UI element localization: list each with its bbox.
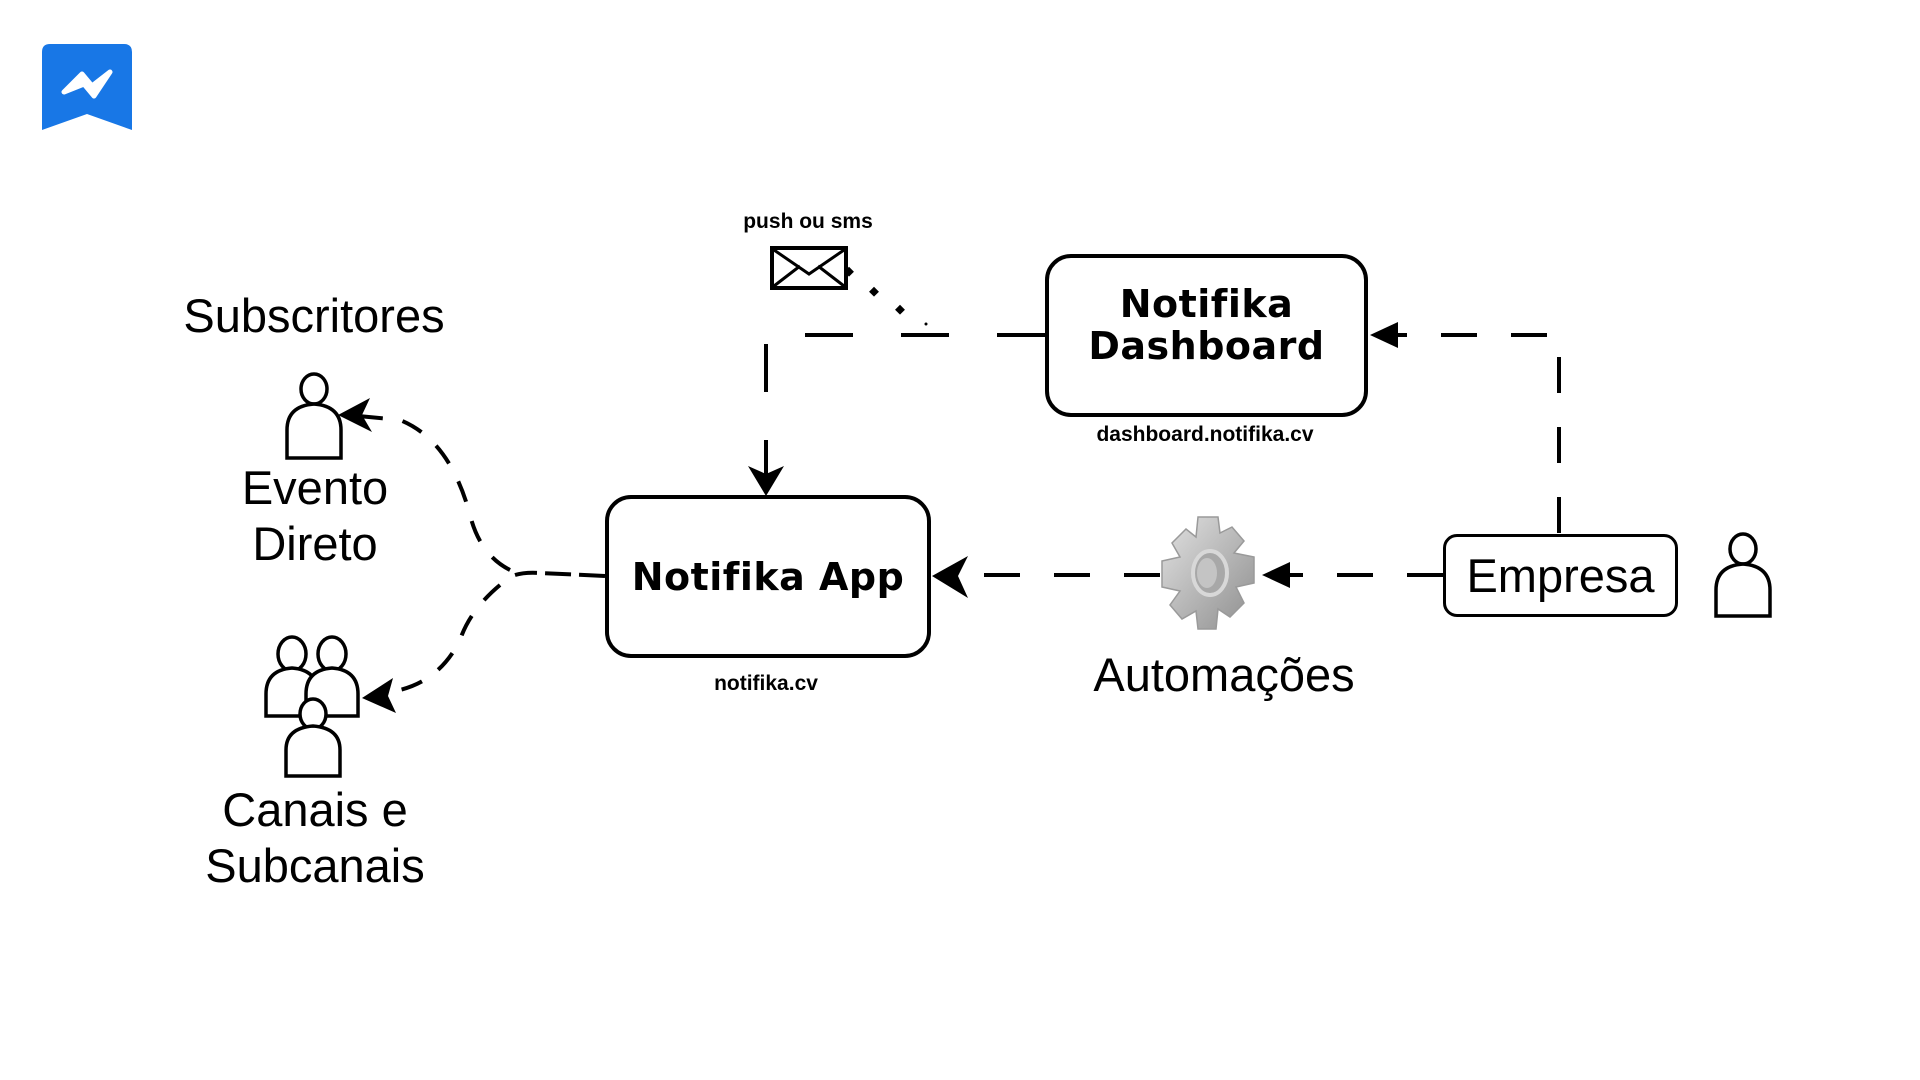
direct-event-label: Evento Direto xyxy=(220,460,410,572)
arrowhead-app-right xyxy=(932,556,968,598)
dashboard-title-line1: Notifika xyxy=(1119,281,1294,326)
person-icon xyxy=(1714,532,1772,618)
edge-app-fork xyxy=(514,570,606,578)
push-dotted-line xyxy=(844,266,928,326)
arrowhead-dashboard xyxy=(1370,322,1398,348)
person-icon xyxy=(285,372,343,460)
company-label: Empresa xyxy=(1466,548,1655,602)
people-group-icon xyxy=(264,635,360,778)
push-label: push ou sms xyxy=(743,210,873,233)
automations-label: Automações xyxy=(1093,648,1355,701)
edge-empresa-dashboard xyxy=(1385,333,1561,533)
dashboard-url: dashboard.notifika.cv xyxy=(1096,423,1314,446)
gear-icon xyxy=(1161,516,1255,630)
dashboard-title-line2: Dashboard xyxy=(1088,323,1325,368)
arrowhead-automations xyxy=(1262,562,1290,588)
direct-event-line1: Evento xyxy=(241,461,389,514)
channels-line2: Subcanais xyxy=(205,839,425,892)
edge-fork-direct-event xyxy=(347,413,511,572)
edge-fork-channels xyxy=(371,583,502,697)
envelope-icon xyxy=(770,246,848,290)
channels-line1: Canais e xyxy=(222,783,408,836)
arrowhead-channels xyxy=(362,678,396,713)
arrowhead-app-top xyxy=(748,466,784,496)
channels-label: Canais e Subcanais xyxy=(190,782,440,894)
notifika-logo xyxy=(42,44,132,132)
notifika-app-url: notifika.cv xyxy=(714,672,818,695)
arrowhead-direct-event xyxy=(338,398,372,432)
edge-dashboard-app xyxy=(764,333,1045,480)
notifika-dashboard-node[interactable]: Notifika Dashboard xyxy=(1045,254,1368,417)
subscribers-heading: Subscritores xyxy=(183,289,445,342)
notifika-app-node[interactable]: Notifika App xyxy=(605,495,931,658)
direct-event-line2: Direto xyxy=(252,517,378,570)
company-node[interactable]: Empresa xyxy=(1443,534,1678,617)
lightning-bookmark-icon xyxy=(42,44,132,130)
notifika-app-title: Notifika App xyxy=(631,554,905,599)
